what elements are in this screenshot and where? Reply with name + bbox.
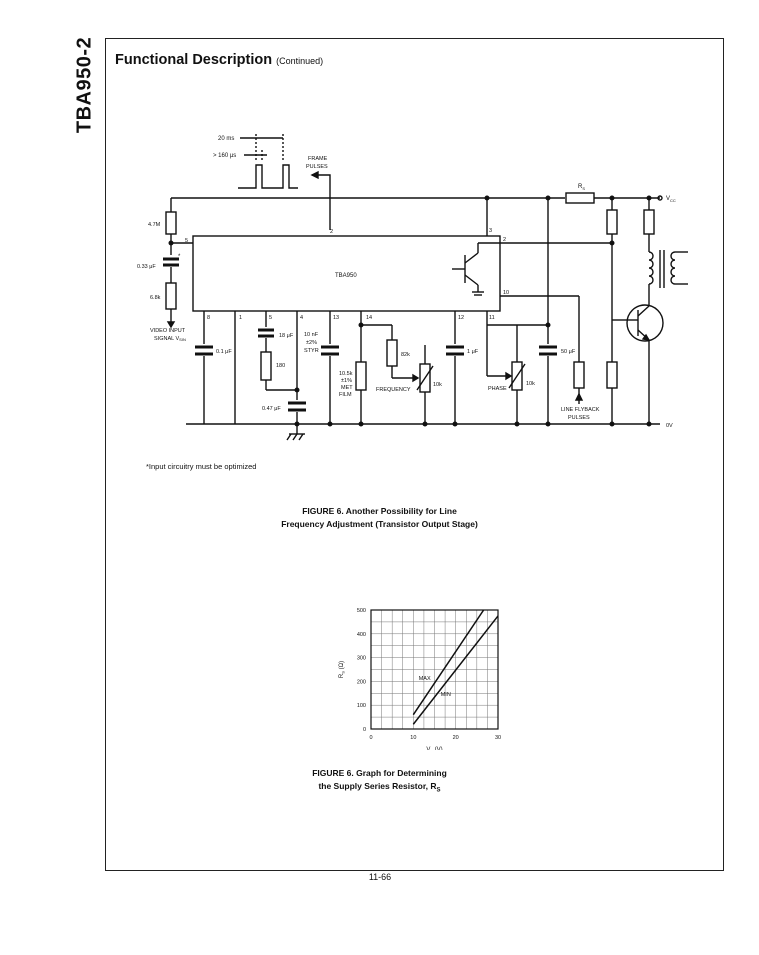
- c047-label: 0.47 μF: [262, 406, 281, 412]
- x-axis-label: VB (V): [426, 747, 442, 750]
- pin-label: 1: [239, 315, 242, 321]
- pin-label: 12: [458, 315, 464, 321]
- page-frame: [105, 38, 724, 871]
- c033-label: 0.33 μF: [137, 264, 156, 270]
- vcc-label: VCC: [666, 196, 676, 203]
- figure-caption-2-line-2: the Supply Series Resistor, RS: [318, 781, 441, 794]
- ov-label: 0V: [666, 423, 673, 429]
- y-tick-label: 200: [357, 679, 366, 685]
- x-tick-label: 30: [495, 735, 501, 741]
- x-tick-label: 20: [453, 735, 459, 741]
- r68k-label: 6.8k: [150, 295, 161, 301]
- pin-label: 2: [330, 229, 333, 235]
- r105-label-2: ±1%: [341, 378, 352, 384]
- c10n-label-2: ±2%: [306, 340, 317, 346]
- heading-continued: (Continued): [276, 56, 324, 66]
- tba950-ic: [192, 235, 501, 312]
- r10k-a-label: 10k: [433, 382, 442, 388]
- x-tick-label: 0: [369, 735, 372, 741]
- timing-160us-label: > 160 μs: [213, 153, 236, 159]
- timing-diagram: 20 ms > 160 μs FRAME PULSES: [213, 134, 331, 230]
- frame-pulses-label-1: FRAME: [308, 156, 328, 162]
- video-input-label-1: VIDEO INPUT: [150, 328, 186, 334]
- r180-label: 180: [276, 363, 285, 369]
- figure-caption-1-line-1: FIGURE 6. Another Possibility for Line: [302, 506, 457, 516]
- c1uf-label: 1 μF: [467, 349, 479, 355]
- circuit-schematic: 20 ms > 160 μs FRAME PULSES TBA950 RS VC…: [137, 134, 688, 441]
- pin-label: 14: [366, 315, 372, 321]
- series-label-max: MAX: [419, 676, 431, 682]
- r82k-label: 82k: [401, 352, 410, 358]
- ground-icon: [286, 433, 305, 441]
- input-footnote: *Input circuitry must be optimized: [146, 462, 257, 471]
- rs-vb-chart: 0 100 200 300 400 500 0 10 20 30 VB (V) RS (Ω) MAX MI…: [339, 608, 501, 750]
- series-label-min: MIN: [441, 692, 451, 698]
- internal-transistor-icon: [452, 242, 500, 296]
- c10n-label-3: STYR: [304, 348, 319, 354]
- timing-20ms-label: 20 ms: [218, 136, 234, 142]
- c01-label: 0.1 μF: [216, 349, 232, 355]
- figure-caption-2-line-1: FIGURE 6. Graph for Determining: [312, 768, 447, 778]
- svg-text:*: *: [178, 254, 181, 260]
- series-line-max: [412, 610, 485, 716]
- figure-caption-1: FIGURE 6. Another Possibility for Line F…: [0, 505, 759, 531]
- y-tick-label: 400: [357, 632, 366, 638]
- page-number: 11-66: [368, 872, 392, 882]
- output-transistor-icon: [626, 304, 664, 342]
- pin-label: 3: [489, 228, 492, 234]
- phase-label: PHASE: [488, 386, 507, 392]
- plot-frame: [370, 609, 499, 730]
- flyback-label-1: LINE FLYBACK: [561, 407, 600, 413]
- pin-label: 2: [503, 237, 506, 243]
- ic-label: TBA950: [335, 273, 357, 279]
- flyback-label-2: PULSES: [568, 415, 590, 421]
- y-tick-label: 300: [357, 656, 366, 662]
- frequency-label: FREQUENCY: [376, 387, 411, 393]
- page-heading: Functional Description(Continued): [115, 52, 324, 68]
- pin-label: 5: [185, 238, 188, 244]
- c50-label: 50 μF: [561, 349, 576, 355]
- y-tick-label: 0: [363, 727, 366, 733]
- c18-label: 18 μF: [279, 333, 294, 339]
- r105-label-3: MET: [341, 385, 353, 391]
- y-tick-label: 500: [357, 608, 366, 614]
- video-input-label-2: SIGNAL VSIN: [154, 336, 186, 342]
- pin-label: 5: [269, 315, 272, 321]
- r105-label-4: FILM: [339, 392, 352, 398]
- rs-label: RS: [578, 184, 585, 191]
- y-tick-label: 100: [357, 703, 366, 709]
- pin-label: 11: [489, 315, 495, 321]
- figure-caption-2: FIGURE 6. Graph for Determining the Supp…: [0, 767, 759, 798]
- x-tick-label: 10: [410, 735, 416, 741]
- c10n-label-1: 10 nF: [304, 332, 319, 338]
- pin-label: 13: [333, 315, 339, 321]
- pin-label: 8: [207, 315, 210, 321]
- r47m-label: 4.7M: [148, 222, 161, 228]
- frame-pulses-label-2: PULSES: [306, 164, 328, 170]
- pin-label: 4: [300, 315, 303, 321]
- r105-label-1: 10.5k: [339, 371, 353, 377]
- transformer-icon: [648, 250, 688, 288]
- y-axis-label: RS (Ω): [339, 661, 346, 678]
- r10k-b-label: 10k: [526, 381, 535, 387]
- series-line-min: [412, 615, 498, 725]
- pin-label: 10: [503, 290, 509, 296]
- figure-caption-1-line-2: Frequency Adjustment (Transistor Output …: [281, 519, 478, 529]
